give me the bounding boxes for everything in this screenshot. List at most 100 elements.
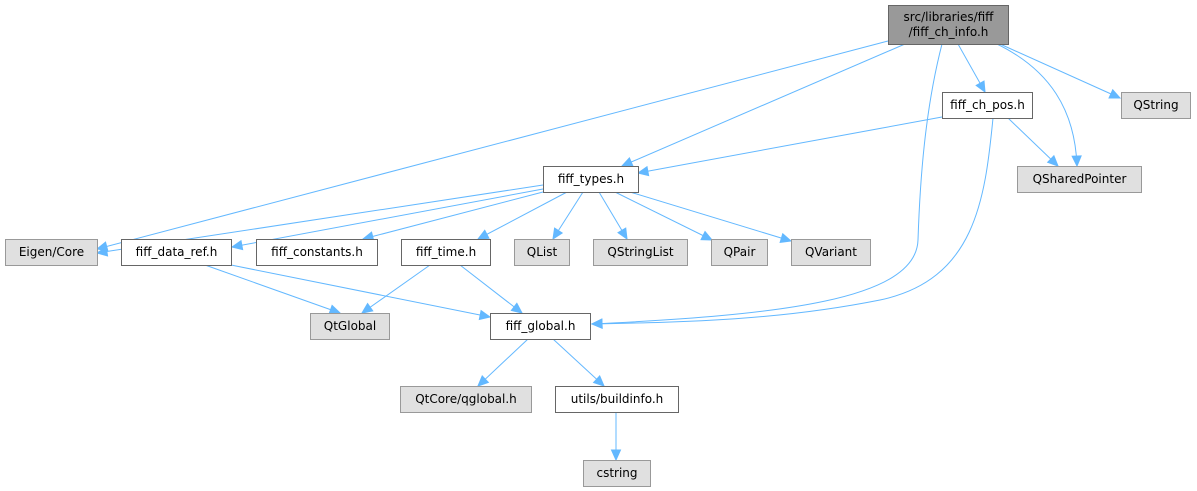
edge-fiff_time-to-qtglobal	[361, 264, 431, 314]
node-fiff-data-ref[interactable]: fiff_data_ref.h	[121, 239, 232, 266]
edge-root-to-eigen_core	[95, 40, 889, 252]
arrowhead-icon	[1071, 155, 1082, 168]
edge-line	[204, 264, 341, 314]
edge-line	[621, 43, 906, 167]
edge-fiff_types-to-fiff_time	[476, 191, 568, 240]
node-label: QtCore/qglobal.h	[415, 392, 517, 406]
node-cstring: cstring	[583, 460, 651, 487]
node-box	[256, 239, 378, 266]
node-box	[5, 239, 98, 266]
node-fiff-time[interactable]: fiff_time.h	[401, 239, 491, 266]
edge-root-to-fiff_ch_pos	[957, 43, 986, 94]
edge-line	[362, 191, 544, 240]
node-label: QtGlobal	[324, 319, 376, 333]
edge-fiff_data_ref-to-fiff_global	[230, 264, 492, 321]
arrowhead-icon	[477, 374, 490, 387]
node-box	[555, 386, 679, 413]
arrowhead-icon	[617, 227, 628, 241]
edge-fiff_global-to-utils_buildinfo	[552, 338, 605, 387]
edge-line	[614, 191, 713, 241]
node-box	[490, 313, 591, 340]
node-box	[400, 386, 532, 413]
edge-line	[629, 191, 792, 242]
node-qtcore-qglobal: QtCore/qglobal.h	[400, 386, 532, 413]
nodes-layer: src/libraries/fiff/fiff_ch_info.h fiff_ch…	[5, 5, 1191, 487]
edge-line	[361, 264, 431, 314]
arrowhead-icon	[779, 232, 793, 243]
edge-line	[591, 117, 994, 325]
node-label: fiff_types.h	[558, 172, 624, 186]
arrowhead-icon	[510, 302, 523, 314]
node-box	[888, 5, 1009, 45]
node-label: QList	[527, 245, 558, 259]
node-box	[711, 239, 768, 266]
node-box	[593, 239, 688, 266]
edge-fiff_ch_pos-to-fiff_global	[590, 117, 994, 330]
node-label: cstring	[596, 466, 637, 480]
node-eigen-core: Eigen/Core	[5, 239, 98, 266]
edge-fiff_types-to-fiff_data_ref	[230, 188, 544, 251]
edge-line	[459, 264, 523, 314]
edge-fiff_types-to-qvariant	[629, 191, 793, 243]
edge-fiff_types-to-qlist	[552, 191, 584, 241]
node-box	[121, 239, 232, 266]
arrowhead-icon	[636, 165, 650, 177]
edge-line	[637, 116, 943, 174]
arrowhead-icon	[476, 229, 490, 240]
edge-fiff_time-to-fiff_global	[459, 264, 523, 314]
edge-line	[552, 338, 605, 387]
edge-fiff_types-to-qpair	[614, 191, 714, 241]
node-fiff-global[interactable]: fiff_global.h	[490, 313, 591, 340]
node-label: QString	[1133, 98, 1178, 112]
node-label: utils/buildinfo.h	[571, 392, 664, 406]
node-root[interactable]: src/libraries/fiff/fiff_ch_info.h	[888, 5, 1009, 45]
node-qpair: QPair	[711, 239, 768, 266]
node-fiff-ch-pos[interactable]: fiff_ch_pos.h	[942, 92, 1033, 119]
arrowhead-icon	[552, 227, 564, 241]
node-label: QPair	[724, 245, 756, 259]
arrowhead-icon	[610, 449, 622, 462]
arrowhead-icon	[590, 318, 603, 330]
node-label: /fiff_ch_info.h	[909, 25, 989, 39]
node-fiff-constants[interactable]: fiff_constants.h	[256, 239, 378, 266]
arrowhead-icon	[620, 157, 634, 167]
node-box	[1121, 92, 1191, 119]
node-label: fiff_time.h	[416, 245, 476, 259]
node-qvariant: QVariant	[791, 239, 871, 266]
edge-fiff_types-to-fiff_constants	[361, 191, 544, 242]
arrowhead-icon	[700, 230, 714, 241]
edge-root-to-qsharedpointer	[996, 43, 1082, 168]
node-box	[583, 460, 651, 487]
arrowhead-icon	[328, 304, 342, 315]
arrowhead-icon	[95, 246, 109, 257]
arrowhead-icon	[1046, 154, 1059, 167]
edge-root-to-fiff_types	[620, 43, 906, 167]
edge-fiff_ch_pos-to-qsharedpointer	[1007, 117, 1059, 167]
node-qstring: QString	[1121, 92, 1191, 119]
edge-line	[477, 191, 568, 240]
arrowhead-icon	[230, 239, 244, 251]
node-label: src/libraries/fiff	[904, 10, 995, 24]
arrowhead-icon	[478, 309, 492, 321]
node-qtglobal: QtGlobal	[310, 313, 390, 340]
edge-root-to-fiff_global	[590, 43, 943, 329]
edges-layer	[95, 40, 1122, 462]
node-box	[791, 239, 871, 266]
arrowhead-icon	[975, 80, 986, 94]
edge-line	[230, 264, 491, 318]
edge-root-to-qstring	[999, 43, 1122, 99]
node-utils-buildinfo[interactable]: utils/buildinfo.h	[555, 386, 679, 413]
edge-line	[96, 40, 889, 250]
node-label: Eigen/Core	[19, 245, 84, 259]
node-label: QStringList	[607, 245, 674, 259]
node-label: QVariant	[805, 245, 857, 259]
node-qlist: QList	[514, 239, 570, 266]
node-label: fiff_data_ref.h	[136, 245, 218, 259]
node-box	[1017, 166, 1142, 193]
node-label: QSharedPointer	[1033, 172, 1127, 186]
edge-fiff_data_ref-to-qtglobal	[204, 264, 342, 315]
node-box	[942, 92, 1033, 119]
edge-fiff_types-to-qstringlist	[598, 191, 628, 241]
node-fiff-types[interactable]: fiff_types.h	[543, 166, 639, 193]
